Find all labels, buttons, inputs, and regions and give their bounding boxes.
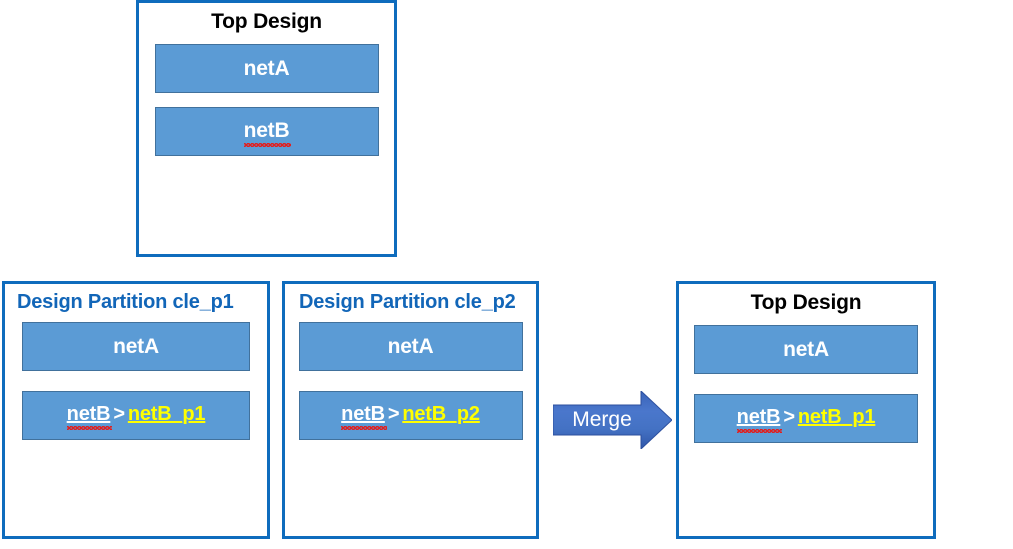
net-label-neta: netA <box>243 56 290 80</box>
net-label-netb-rename: netB>netB_p1 <box>736 406 876 433</box>
net-label-neta: netA <box>783 337 829 361</box>
top-design-box-merged: Top Design netA netB>netB_p1 <box>676 281 936 539</box>
box-title-top-design-original: Top Design <box>211 10 322 33</box>
net-token-netb: netB <box>341 403 387 430</box>
top-design-box-original: Top Design netA netB <box>136 0 397 257</box>
net-bar-neta-original: netA <box>154 44 379 93</box>
net-bar-neta-cle-p1: netA <box>22 322 250 371</box>
design-partition-box-cle-p2: Design Partition cle_p2 netA netB>netB_p… <box>282 281 539 539</box>
rename-arrow-glyph: > <box>387 403 400 425</box>
net-token-netb: netB <box>243 119 292 147</box>
net-label-neta: netA <box>113 334 159 358</box>
net-token-netb-p2: netB_p2 <box>402 403 480 425</box>
net-token-netb: netB <box>736 406 782 433</box>
net-label-netb: netB <box>243 119 292 147</box>
net-token-netb-p1: netB_p1 <box>127 403 206 425</box>
merge-arrow-icon <box>553 391 672 449</box>
net-bar-netb-original: netB <box>154 107 379 156</box>
net-bar-neta-cle-p2: netA <box>298 322 523 371</box>
net-token-netb: netB <box>66 403 112 430</box>
net-label-netb-rename: netB>netB_p2 <box>341 403 480 430</box>
net-token-netb-p1: netB_p1 <box>797 406 876 428</box>
net-bar-netb-rename-cle-p1: netB>netB_p1 <box>22 391 250 440</box>
net-bar-neta-merged: netA <box>694 325 918 374</box>
net-label-netb-rename: netB>netB_p1 <box>66 403 206 430</box>
design-partition-box-cle-p1: Design Partition cle_p1 netA netB>netB_p… <box>2 281 270 539</box>
box-title-partition-cle-p2: Design Partition cle_p2 <box>299 291 516 313</box>
rename-arrow-glyph: > <box>783 406 795 428</box>
net-label-neta: netA <box>387 334 434 358</box>
box-title-top-design-merged: Top Design <box>750 291 862 314</box>
net-bar-netb-rename-merged: netB>netB_p1 <box>694 394 918 443</box>
box-title-partition-cle-p1: Design Partition cle_p1 <box>17 291 234 313</box>
net-bar-netb-rename-cle-p2: netB>netB_p2 <box>298 391 523 440</box>
rename-arrow-glyph: > <box>113 403 125 425</box>
